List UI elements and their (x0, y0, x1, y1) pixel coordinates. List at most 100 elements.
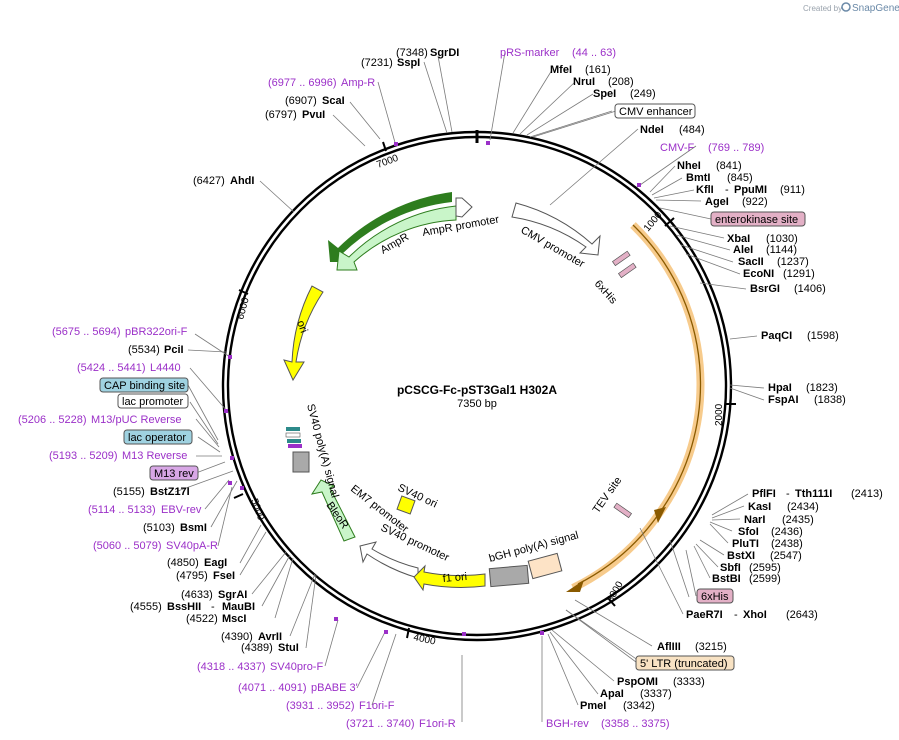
svg-text:1000: 1000 (642, 209, 665, 233)
plasmid-length: 7350 bp (457, 398, 497, 410)
primer-bgh-rev-range: (3358 .. 3375) (601, 718, 670, 730)
site-pspomi: PspOMI (617, 676, 658, 688)
svg-text:CAP binding site: CAP binding site (104, 380, 185, 392)
site-bstz17i: BstZ17I (150, 486, 190, 498)
site-nari-pos: (2435) (782, 514, 814, 526)
site-sgrai: SgrAI (218, 589, 247, 601)
primer-cmv-f-range: (769 .. 789) (708, 142, 764, 154)
site-pspomi-pos: (3333) (673, 676, 705, 688)
ori-arrow (283, 285, 324, 382)
svg-text:M13 rev: M13 rev (154, 468, 194, 480)
site-hpai-pos: (1823) (806, 382, 838, 394)
bleor-arrow (310, 479, 356, 542)
site-kasi: KasI (748, 501, 771, 513)
site-spei: SpeI (593, 88, 616, 100)
site-nhei: NheI (677, 160, 701, 172)
f1-ori-label: f1 ori (442, 571, 467, 585)
insert-arrowhead-2 (654, 507, 666, 523)
site-apai-pos: (3337) (640, 688, 672, 700)
primer-l4440-range: (5424 .. 5441) (77, 362, 146, 374)
primer-sv40pa-r: SV40pA-R (166, 540, 218, 552)
tick-2000: 2000 (714, 403, 736, 426)
site-sacii: SacII (738, 256, 764, 268)
site-bmti: BmtI (686, 172, 710, 184)
primer-pbabe3-range: (4071 .. 4091) (238, 682, 307, 694)
box-6xhis: 6xHis (696, 588, 734, 604)
site-pmei: PmeI (580, 700, 606, 712)
svg-text:5000: 5000 (248, 497, 266, 522)
site-bstbi-pos: (2599) (749, 573, 781, 585)
site-avrii-pos: (4390) (221, 631, 253, 643)
primer-markers (224, 141, 641, 636)
site-ppumi-pos: (911) (780, 184, 805, 196)
site-sfoi-pos: (2436) (771, 526, 803, 538)
primer-sv40pro-f: SV40pro-F (270, 661, 323, 673)
svg-text:lac operator: lac operator (128, 432, 186, 444)
site-bstxi-pos: (2547) (770, 550, 802, 562)
primer-amp-r-range: (6977 .. 6996) (268, 77, 337, 89)
sixhis-mark-2 (617, 262, 637, 279)
site-sspi: SspI (397, 57, 420, 69)
site-tth111i-dash: - (786, 488, 790, 500)
box-cap-binding-site: CAP binding site (99, 377, 189, 393)
site-xbai: XbaI (727, 233, 750, 245)
tev-site-mark (613, 502, 633, 519)
site-paqci-pos: (1598) (807, 330, 839, 342)
site-paer7i: PaeR7I (686, 609, 723, 621)
primer-f1ori-f: F1ori-F (359, 700, 395, 712)
site-fsei-pos: (4795) (176, 570, 208, 582)
site-xbai-pos: (1030) (766, 233, 798, 245)
lac-promoter-mark (285, 432, 301, 438)
site-eagi-pos: (4850) (167, 557, 199, 569)
site-paqci: PaqCI (761, 330, 792, 342)
site-econi-pos: (1291) (783, 268, 815, 280)
insert-arrowhead (566, 580, 584, 592)
site-ppumi-dash: - (725, 184, 729, 196)
primer-f1ori-r-range: (3721 .. 3740) (346, 718, 415, 730)
f1-ori-arrow (413, 564, 486, 592)
site-fsei: FseI (213, 570, 235, 582)
svg-text:6xHis: 6xHis (701, 591, 729, 603)
primer-cmv-f: CMV-F (660, 142, 695, 154)
site-ahdi-pos: (6427) (193, 175, 225, 187)
box-5-ltr-truncated: 5' LTR (truncated) (635, 655, 735, 671)
site-stui-pos: (4389) (241, 642, 273, 654)
site-bstxi: BstXI (727, 550, 755, 562)
snapgene-brand: SnapGene (852, 3, 899, 14)
primer-amp-r: Amp-R (341, 77, 375, 89)
site-bstbi: BstBI (712, 573, 741, 585)
tick-6000: 6000 (235, 289, 252, 321)
site-fspai: FspAI (768, 394, 799, 406)
svg-text:4000: 4000 (412, 632, 436, 647)
primer-ebv-rev: EBV-rev (161, 504, 202, 516)
primer-prs-marker: pRS-marker (500, 47, 560, 59)
primer-m13-puc-reverse-range: (5206 .. 5228) (18, 414, 87, 426)
site-tth111i: Tth111I (795, 488, 832, 500)
created-by-label: Created by (803, 4, 842, 13)
site-pcii-pos: (5534) (128, 344, 160, 356)
site-agei-pos: (922) (742, 196, 768, 208)
site-sfoi: SfoI (738, 526, 759, 538)
sv40-polya-box (292, 451, 310, 473)
site-ndei-pos: (484) (679, 124, 705, 136)
site-stui: StuI (278, 642, 299, 654)
site-tth111i-pos: (2413) (851, 488, 883, 500)
site-econi: EcoNI (743, 268, 774, 280)
site-maubi: MauBI (222, 601, 255, 613)
svg-text:CMV enhancer: CMV enhancer (619, 106, 693, 118)
site-bsmi-pos: (5103) (143, 522, 175, 534)
primer-ebv-rev-range: (5114 .. 5133) (88, 504, 156, 516)
insert-arc2-line (577, 514, 659, 585)
site-nrui: NruI (573, 76, 595, 88)
ampr-promoter-arrow (455, 197, 473, 218)
svg-text:lac promoter: lac promoter (122, 396, 183, 408)
site-sgrdi: SgrDI (430, 47, 459, 59)
svg-text:7000: 7000 (375, 153, 400, 171)
site-kasi-pos: (2434) (787, 501, 819, 513)
site-pvui-pos: (6797) (265, 109, 297, 121)
site-agei: AgeI (705, 196, 729, 208)
tick-1000: 1000 (642, 209, 675, 234)
site-alei: AleI (733, 244, 753, 256)
ltr-box (527, 552, 563, 580)
